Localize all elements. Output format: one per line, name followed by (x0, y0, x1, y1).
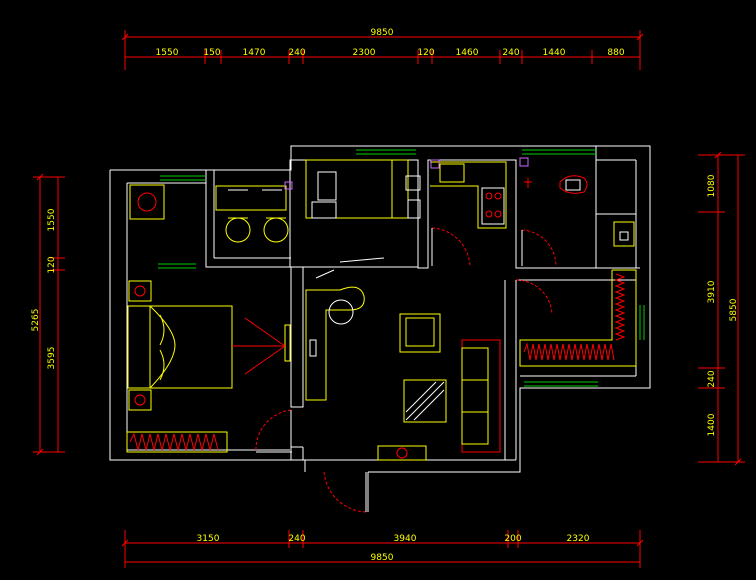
bedroom-furniture (126, 184, 291, 453)
bathroom-right (519, 157, 635, 247)
top-dim-7: 1460 (456, 48, 479, 58)
left-dim-2: 120 (47, 256, 57, 273)
armchair (399, 313, 441, 353)
top-total-dimension: 9850 (371, 28, 394, 38)
right-dim-2: 3910 (707, 280, 717, 303)
top-dim-4: 240 (288, 48, 305, 58)
top-dim-5: 2300 (353, 48, 376, 58)
right-dimension-chain (698, 151, 745, 466)
kitchen (430, 159, 507, 229)
right-dim-3: 240 (707, 370, 717, 387)
right-dimension-labels: 1080 3910 240 1400 5850 (707, 174, 739, 436)
left-dimension-labels: 5265 1550 120 3595 (31, 208, 57, 369)
left-dim-1: 1550 (47, 208, 57, 231)
top-dim-10: 880 (607, 48, 624, 58)
bottom-dimension-chain (121, 530, 644, 568)
top-dim-3: 1470 (243, 48, 266, 58)
top-dim-9: 1440 (543, 48, 566, 58)
bathroom-left (215, 181, 293, 243)
right-dim-1: 1080 (707, 174, 717, 197)
doors (255, 227, 557, 513)
top-dimension-chain (121, 30, 644, 70)
top-dim-1: 1550 (156, 48, 179, 58)
left-dimension-chain (33, 173, 65, 456)
bottom-dim-3: 3940 (394, 534, 417, 544)
sofa (461, 339, 501, 453)
living-room-furniture (305, 257, 501, 461)
nightstand-top (128, 280, 152, 302)
bottom-dim-2: 240 (288, 534, 305, 544)
top-segment-labels: 1550 150 1470 240 2300 120 1460 240 1440… (156, 48, 625, 58)
double-bed (127, 305, 233, 389)
walls (109, 145, 651, 512)
right-dim-4: 1400 (707, 413, 717, 436)
bottom-dim-1: 3150 (197, 534, 220, 544)
top-dim-8: 240 (502, 48, 519, 58)
bottom-segment-labels: 3150 240 3940 200 2320 (197, 534, 590, 544)
door-leaves (256, 228, 523, 512)
bottom-total-dimension: 9850 (371, 553, 394, 563)
top-dim-6: 120 (417, 48, 434, 58)
right-room-wardrobe (519, 269, 637, 367)
bottom-dim-5: 2320 (567, 534, 590, 544)
center-top-room (305, 159, 421, 219)
coffee-table (403, 379, 447, 423)
bottom-dim-4: 200 (504, 534, 521, 544)
tv-cabinet (377, 445, 427, 461)
windows (158, 149, 645, 387)
left-total-dimension: 5265 (31, 309, 41, 332)
right-total-dimension: 5850 (729, 298, 739, 321)
left-dim-3: 3595 (47, 347, 57, 370)
nightstand-bottom (128, 389, 152, 411)
top-dim-2: 150 (203, 48, 220, 58)
bedroom-wardrobe (126, 431, 228, 453)
